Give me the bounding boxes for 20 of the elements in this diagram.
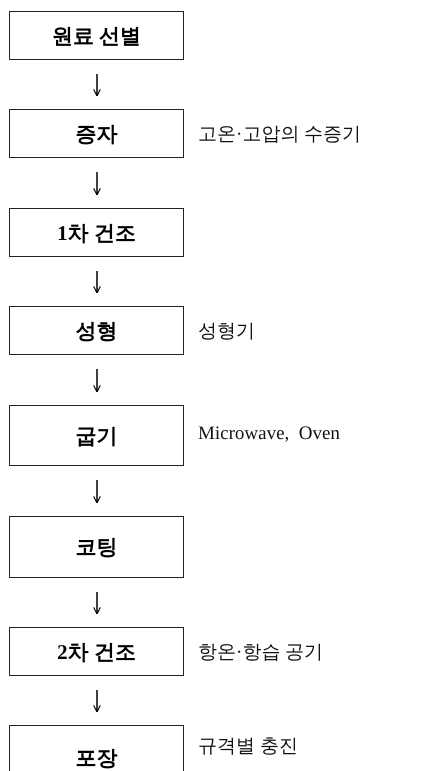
equipment-note: 규격별 충진 bbox=[198, 735, 298, 759]
process-box: 원료 선별 bbox=[9, 11, 184, 60]
arrow bbox=[92, 74, 102, 97]
arrow bbox=[92, 369, 102, 393]
process-box: 굽기 bbox=[9, 405, 184, 466]
arrow bbox=[92, 592, 102, 615]
process-box: 포장 bbox=[9, 725, 184, 771]
arrow bbox=[92, 690, 102, 713]
process-box: 1차 건조 bbox=[9, 208, 184, 257]
process-box: 증자 bbox=[9, 109, 184, 158]
equipment-note: 항온·항습 공기 bbox=[198, 640, 324, 664]
arrow bbox=[92, 271, 102, 294]
equipment-note: 성형기 bbox=[198, 320, 255, 344]
process-box: 2차 건조 bbox=[9, 627, 184, 676]
arrow bbox=[92, 172, 102, 196]
equipment-note: 고온·고압의 수증기 bbox=[198, 122, 362, 146]
process-box: 코팅 bbox=[9, 516, 184, 578]
process-box: 성형 bbox=[9, 306, 184, 355]
equipment-note: Microwave, Oven bbox=[198, 422, 340, 444]
arrow bbox=[92, 480, 102, 504]
